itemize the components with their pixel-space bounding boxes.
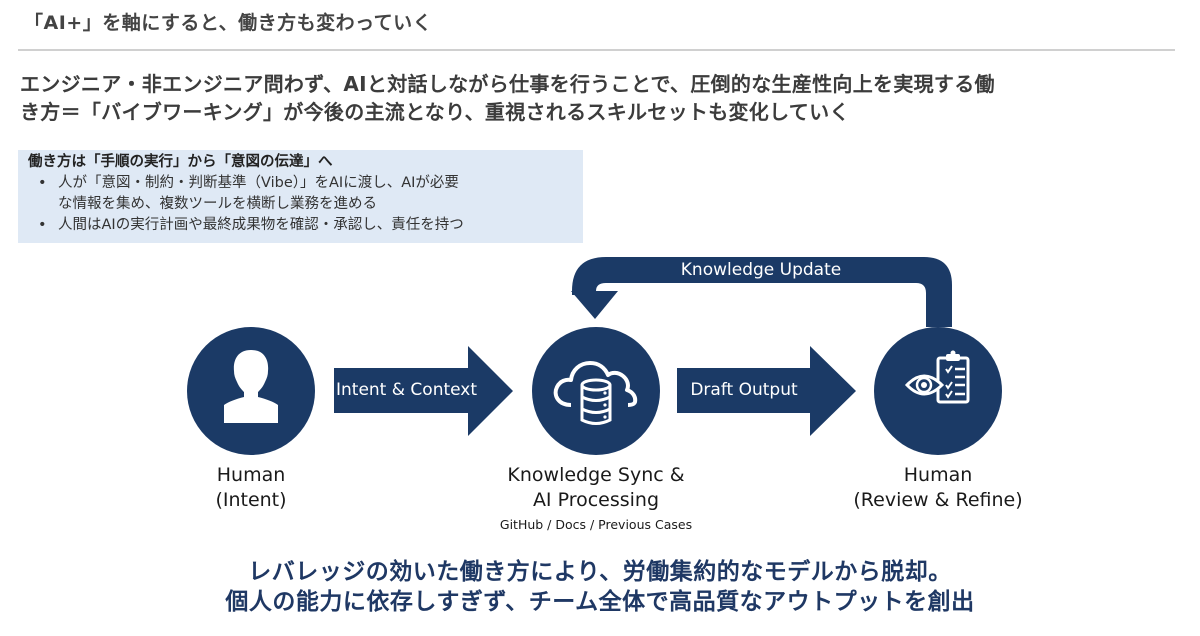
workflow-diagram: Intent & Context Draft Output Knowledge … xyxy=(140,245,1048,545)
callout-item-line: な情報を集め、複数ツールを横断し業務を進める xyxy=(58,196,377,212)
node-sub-knowledge-sources: GitHub / Docs / Previous Cases xyxy=(499,517,693,532)
lead-line: き方＝「バイブワーキング」が今後の主流となり、重視されるスキルセットも変化してい… xyxy=(20,100,850,124)
node-label-line: (Intent) xyxy=(215,489,287,511)
callout-box: 働き方は「手順の実行」から「意図の伝達」へ • 人が「意図・制約・判断基準（Vi… xyxy=(18,150,583,243)
feedback-arrowhead xyxy=(571,291,618,319)
node-label-knowledge-sync: Knowledge Sync & AI Processing xyxy=(476,463,716,513)
bullet-icon: • xyxy=(38,175,47,191)
lead-statement: エンジニア・非エンジニア問わず、AIと対話しながら仕事を行うことで、圧倒的な生産… xyxy=(20,70,1180,126)
node-label-line: Human xyxy=(903,464,973,486)
node-human-review xyxy=(874,327,1002,455)
cloud-database-icon xyxy=(553,361,638,426)
callout-list: • 人が「意図・制約・判断基準（Vibe）」をAIに渡し、AIが必要 な情報を集… xyxy=(28,173,575,236)
callout-item-line: 人が「意図・制約・判断基準（Vibe）」をAIに渡し、AIが必要 xyxy=(58,175,459,191)
feedback-label: Knowledge Update xyxy=(680,260,842,280)
arrow-intent-context xyxy=(334,346,513,436)
callout-item-line: 人間はAIの実行計画や最終成果物を確認・承認し、責任を持つ xyxy=(58,217,464,233)
node-label-human-review: Human (Review & Refine) xyxy=(828,463,1048,513)
person-icon xyxy=(224,350,278,423)
arrow-label-draft-output: Draft Output xyxy=(690,380,798,400)
eye-clipboard-icon xyxy=(904,350,970,404)
node-label-line: AI Processing xyxy=(532,489,660,511)
feedback-arrow xyxy=(571,257,952,327)
conclusion-statement: レバレッジの効いた働き方により、労働集約的なモデルから脱却。 個人の能力に依存し… xyxy=(0,557,1200,617)
arrow-label-intent-context: Intent & Context xyxy=(336,380,478,400)
node-label-line: Knowledge Sync & xyxy=(507,464,685,486)
page-title: 「AI+」を軸にすると、働き方も変わっていく xyxy=(24,12,433,34)
lead-line: エンジニア・非エンジニア問わず、AIと対話しながら仕事を行うことで、圧倒的な生産… xyxy=(20,72,995,96)
node-label-line: Human xyxy=(216,464,286,486)
conclusion-line: レバレッジの効いた働き方により、労働集約的なモデルから脱却。 xyxy=(248,559,952,585)
title-divider xyxy=(18,49,1175,51)
node-human-intent xyxy=(187,327,315,455)
workflow-diagram-svg xyxy=(187,257,1002,455)
callout-item: • 人間はAIの実行計画や最終成果物を確認・承認し、責任を持つ xyxy=(28,215,575,236)
conclusion-line: 個人の能力に依存しすぎず、チーム全体で高品質なアウトプットを創出 xyxy=(225,589,975,615)
node-knowledge-sync xyxy=(532,327,660,455)
arrow-draft-output xyxy=(677,346,856,436)
bullet-icon: • xyxy=(38,217,47,233)
node-label-line: (Review & Refine) xyxy=(853,489,1023,511)
callout-item: • 人が「意図・制約・判断基準（Vibe）」をAIに渡し、AIが必要 な情報を集… xyxy=(28,173,575,215)
callout-title: 働き方は「手順の実行」から「意図の伝達」へ xyxy=(28,154,333,170)
node-label-human-intent: Human (Intent) xyxy=(171,463,331,513)
